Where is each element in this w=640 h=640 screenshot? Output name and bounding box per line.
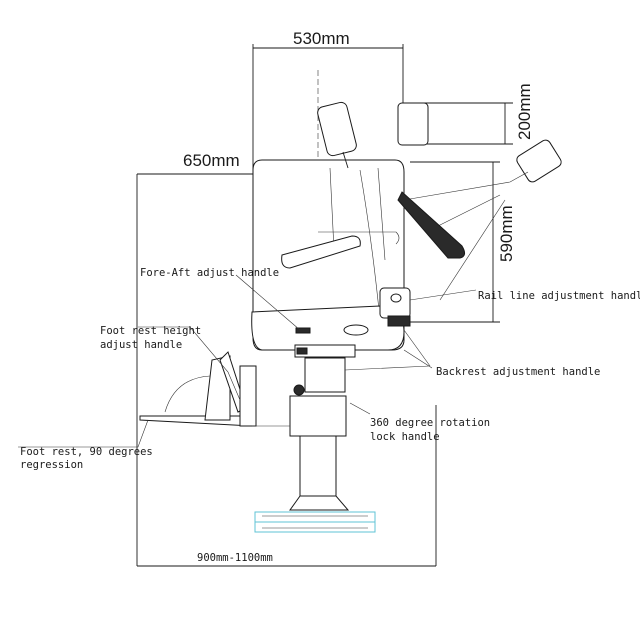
label-foot-rest-2: regression	[20, 459, 83, 471]
armrest-left	[281, 235, 361, 269]
label-foot-rest-1: Foot rest, 90 degrees	[20, 446, 153, 458]
column-upper	[289, 395, 347, 437]
headrest-right	[397, 102, 429, 146]
column-flare	[289, 495, 350, 511]
rail-handle	[379, 287, 411, 319]
headrest-left	[317, 101, 357, 157]
dim-590: 590mm	[497, 205, 516, 262]
dim-200: 200mm	[515, 83, 534, 140]
seat-lever	[343, 324, 369, 336]
label-rotation-1: 360 degree rotation	[370, 417, 490, 429]
label-foot-height-1: Foot rest height	[100, 325, 201, 337]
leader-lines	[18, 274, 477, 448]
dim-530: 530mm	[293, 29, 350, 48]
label-foot-height-2: adjust handle	[100, 339, 182, 351]
foot-rest	[139, 351, 290, 427]
rotation-ring	[294, 344, 356, 358]
chair-drawing	[139, 101, 562, 533]
headrest-reclined	[516, 139, 562, 183]
dim-900-1100: 900mm-1100mm	[197, 552, 273, 564]
label-fore-aft: Fore-Aft adjust handle	[140, 267, 279, 279]
dim-650: 650mm	[183, 151, 240, 170]
column-lower	[299, 435, 337, 497]
fore-aft-handle	[295, 327, 311, 334]
label-rotation-2: lock handle	[370, 431, 440, 443]
post-top	[304, 357, 346, 393]
label-backrest: Backrest adjustment handle	[436, 366, 600, 378]
base	[254, 511, 376, 533]
label-rail-line: Rail line adjustment handle	[478, 290, 640, 302]
armrest-right	[397, 191, 466, 259]
